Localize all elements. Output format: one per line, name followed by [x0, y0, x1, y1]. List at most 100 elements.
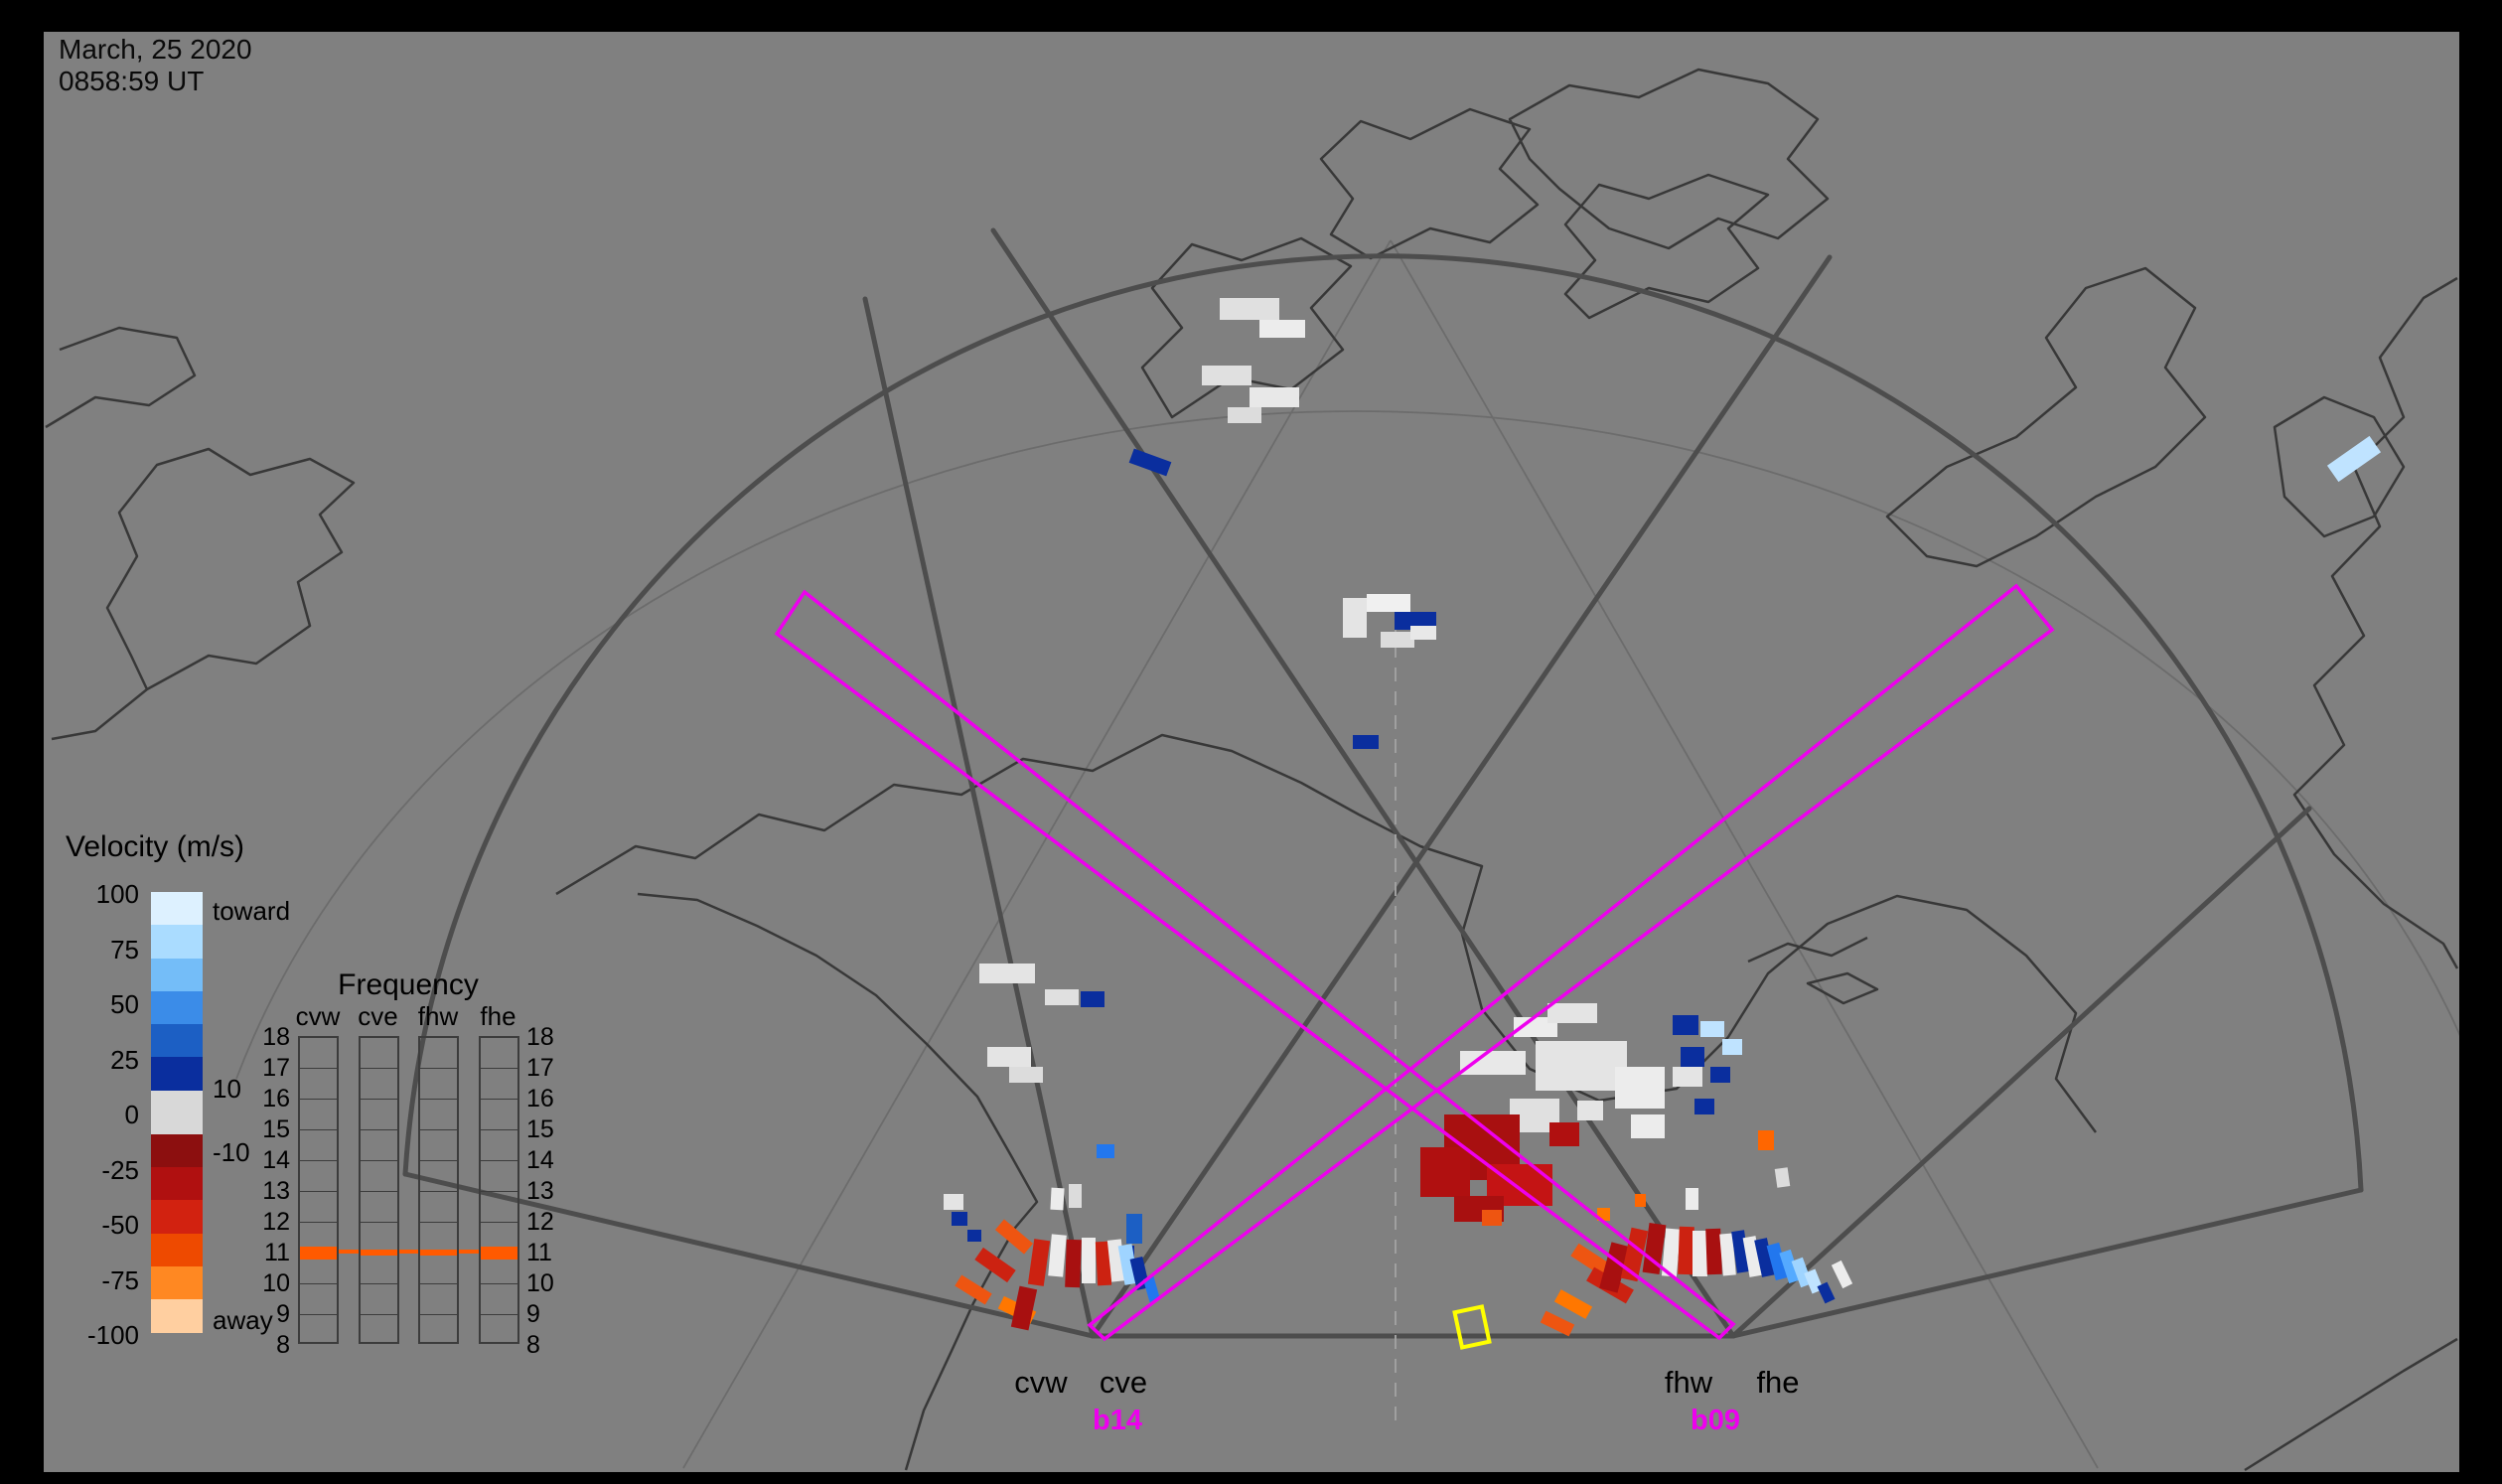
velocity-cell	[1048, 1234, 1067, 1277]
frequency-tick-label: 10	[262, 1269, 290, 1297]
velocity-cell	[1097, 1144, 1114, 1158]
frequency-column-cve	[358, 1036, 399, 1344]
velocity-cell	[1722, 1039, 1742, 1055]
velocity-cell	[1710, 1067, 1730, 1083]
velocity-cell	[1065, 1239, 1082, 1288]
velocity-cell	[1081, 991, 1104, 1007]
frequency-tick-label: 16	[262, 1085, 290, 1113]
colorbar-segment	[151, 1200, 203, 1234]
velocity-cell	[1817, 1281, 1836, 1304]
frequency-column-label: fhw	[417, 1001, 459, 1031]
velocity-cell	[1642, 1223, 1667, 1274]
colorbar-segment	[151, 990, 203, 1025]
velocity-cell	[979, 964, 1035, 983]
velocity-tick-label: 100	[95, 879, 139, 909]
colorbar-segment	[151, 1057, 203, 1091]
velocity-cell	[967, 1230, 981, 1242]
velocity-cell	[1482, 1210, 1502, 1226]
velocity-cell	[1343, 598, 1367, 638]
velocity-cell	[944, 1194, 963, 1210]
velocity-cell	[1395, 612, 1436, 630]
velocity-cell	[1420, 1147, 1470, 1197]
colorbar-segment	[151, 1090, 203, 1134]
threshold-neg-label: -10	[213, 1137, 250, 1167]
frequency-tick-label: 8	[276, 1331, 290, 1359]
velocity-cell	[1250, 387, 1299, 407]
velocity-cell	[994, 1219, 1034, 1255]
velocity-cell	[1367, 594, 1410, 612]
velocity-cell	[1095, 1241, 1112, 1286]
velocity-cell	[987, 1047, 1031, 1067]
velocity-cell	[1460, 1051, 1526, 1075]
frequency-tick-label: 10	[526, 1269, 554, 1297]
colorbar-segment	[151, 1299, 203, 1333]
colorbar-segment	[151, 892, 203, 926]
frequency-tick-label: 17	[262, 1054, 290, 1082]
frequency-column-fhw	[418, 1036, 459, 1344]
velocity-cell	[1009, 1067, 1043, 1083]
toward-label: toward	[213, 896, 291, 926]
frequency-column-label: cve	[358, 1001, 398, 1031]
beam-outlines	[774, 583, 2055, 1342]
velocity-cell	[1700, 1021, 1724, 1037]
velocity-cell	[1050, 1187, 1065, 1211]
velocity-cell	[1220, 298, 1279, 320]
velocity-cell	[1673, 1015, 1698, 1035]
colorbar-segment	[151, 1233, 203, 1266]
velocity-cell	[1045, 989, 1079, 1005]
frequency-tick-label: 12	[526, 1208, 554, 1236]
velocity-cell	[1381, 632, 1414, 648]
beam-label-b14: b14	[1093, 1405, 1142, 1436]
frequency-column-fhe	[478, 1036, 519, 1344]
velocity-tick-label: 50	[110, 989, 139, 1019]
frequency-column-label: cvw	[295, 1001, 341, 1031]
frequency-tick-label: 13	[526, 1177, 554, 1205]
beam-b09-outline	[774, 589, 1736, 1341]
frequency-columns	[298, 1036, 519, 1344]
velocity-cell	[1126, 1214, 1142, 1244]
velocity-cell	[1514, 1017, 1557, 1037]
velocity-colorbar	[151, 892, 203, 1333]
velocity-cell	[1705, 1228, 1722, 1275]
timestamp-block: March, 25 2020 0858:59 UT	[59, 34, 252, 97]
velocity-cell	[1719, 1233, 1736, 1276]
velocity-legend-title: Velocity (m/s)	[66, 830, 245, 863]
radar-label-cvw: cvw	[1014, 1365, 1068, 1400]
velocity-cell	[1686, 1188, 1698, 1210]
colorbar-segment	[151, 1024, 203, 1058]
frequency-tick-label: 13	[262, 1177, 290, 1205]
velocity-tick-label: -50	[101, 1210, 139, 1240]
velocity-cell	[1742, 1236, 1763, 1277]
colorbar-segment	[151, 1265, 203, 1300]
time-text: 0858:59 UT	[59, 66, 205, 96]
frequency-tick-label: 9	[276, 1300, 290, 1328]
velocity-cell	[1553, 1289, 1593, 1319]
velocity-cell	[1536, 1041, 1627, 1091]
velocity-cell	[955, 1274, 992, 1305]
velocity-cell	[1758, 1130, 1774, 1150]
velocity-cell	[2326, 435, 2382, 483]
frequency-tick-label: 11	[526, 1239, 552, 1266]
frequency-mark-cve	[360, 1252, 397, 1256]
velocity-cell	[1673, 1067, 1702, 1087]
velocity-cell	[1082, 1238, 1096, 1283]
velocity-cell	[1549, 1122, 1579, 1146]
threshold-pos-label: 10	[213, 1074, 241, 1104]
radar-label-fhe: fhe	[1756, 1365, 1800, 1400]
velocity-cell	[1774, 1167, 1791, 1188]
velocity-cell	[1631, 1114, 1665, 1138]
frequency-tick-label: 18	[262, 1023, 290, 1051]
velocity-cell	[1831, 1260, 1853, 1289]
velocity-cell	[1754, 1238, 1775, 1277]
magnetic-grid-lines	[235, 239, 2459, 1469]
velocity-cell	[952, 1212, 967, 1226]
yellow-highlight-box	[1452, 1304, 1492, 1350]
velocity-cell	[1410, 626, 1436, 640]
velocity-tick-label: -25	[101, 1154, 139, 1185]
colorbar-segment	[151, 1133, 203, 1168]
colorbar-segment	[151, 925, 203, 959]
